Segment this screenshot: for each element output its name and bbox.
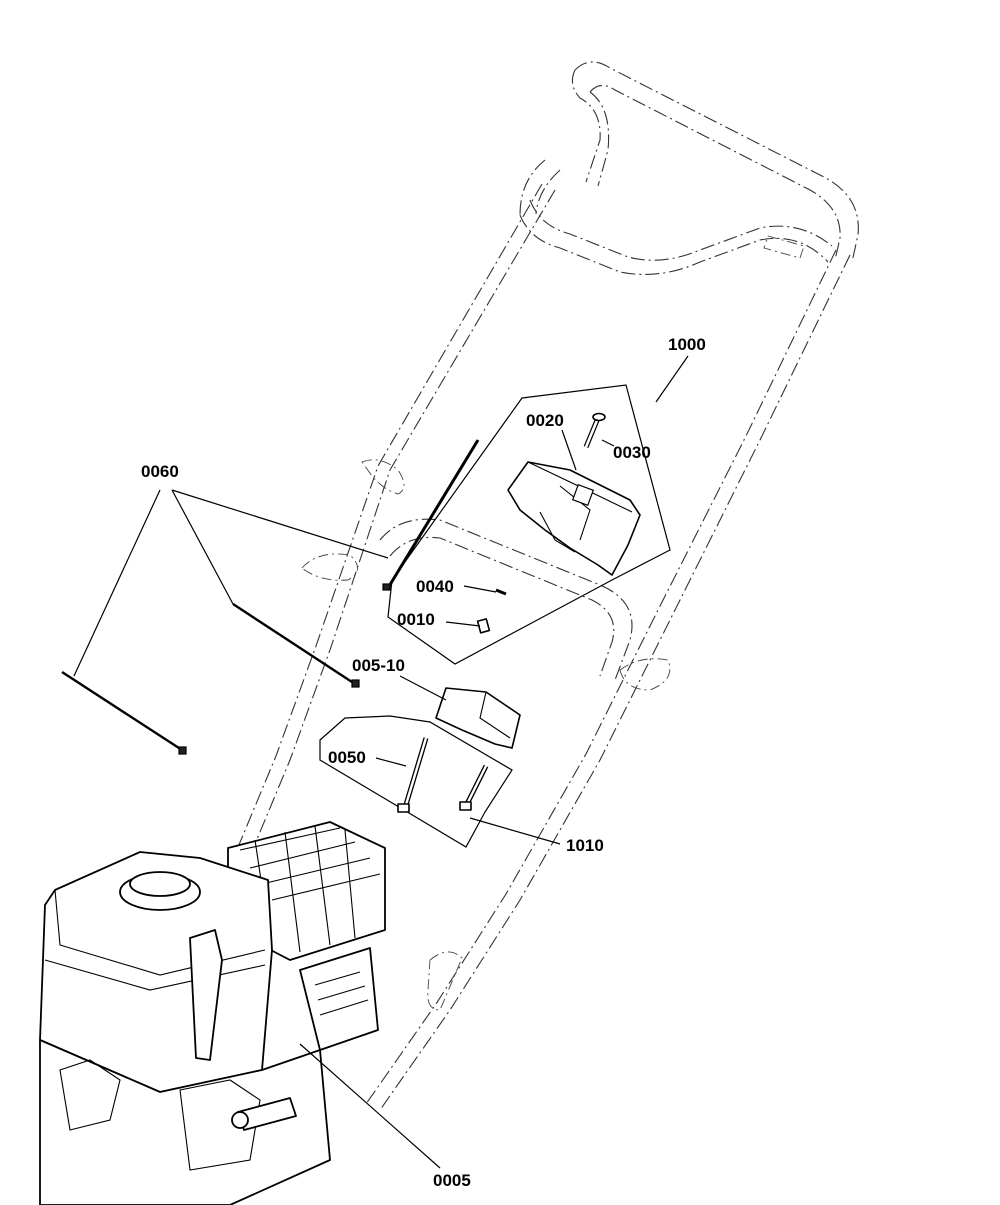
screw-0030	[583, 412, 606, 448]
mount-block-005-10	[435, 687, 521, 749]
leaders	[73, 355, 689, 1169]
clip-0040	[495, 588, 507, 596]
label-0060: 0060	[141, 462, 179, 481]
kit-1010-outline	[319, 715, 513, 848]
control-bracket-0020	[507, 461, 641, 576]
label-005-10: 005-10	[352, 656, 405, 675]
label-1010: 1010	[566, 836, 604, 855]
callout-labels: 1000 0020 0030 0060 0040 0010 005-10 005…	[141, 335, 706, 1190]
cable-tie-0060-b	[61, 670, 187, 755]
label-0005: 0005	[433, 1171, 471, 1190]
nut-0010	[476, 618, 491, 634]
label-1000: 1000	[668, 335, 706, 354]
bolt-0050-b	[459, 764, 489, 811]
cable-tie-upper	[382, 439, 480, 591]
kit-1000-outline	[387, 384, 671, 665]
engine-0005	[39, 821, 386, 1205]
label-0030: 0030	[613, 443, 651, 462]
label-0050: 0050	[328, 748, 366, 767]
label-0010: 0010	[397, 610, 435, 629]
bolt-0050-a	[397, 737, 429, 813]
label-0020: 0020	[526, 411, 564, 430]
cable-tie-0060-a	[232, 602, 360, 688]
label-0040: 0040	[416, 577, 454, 596]
